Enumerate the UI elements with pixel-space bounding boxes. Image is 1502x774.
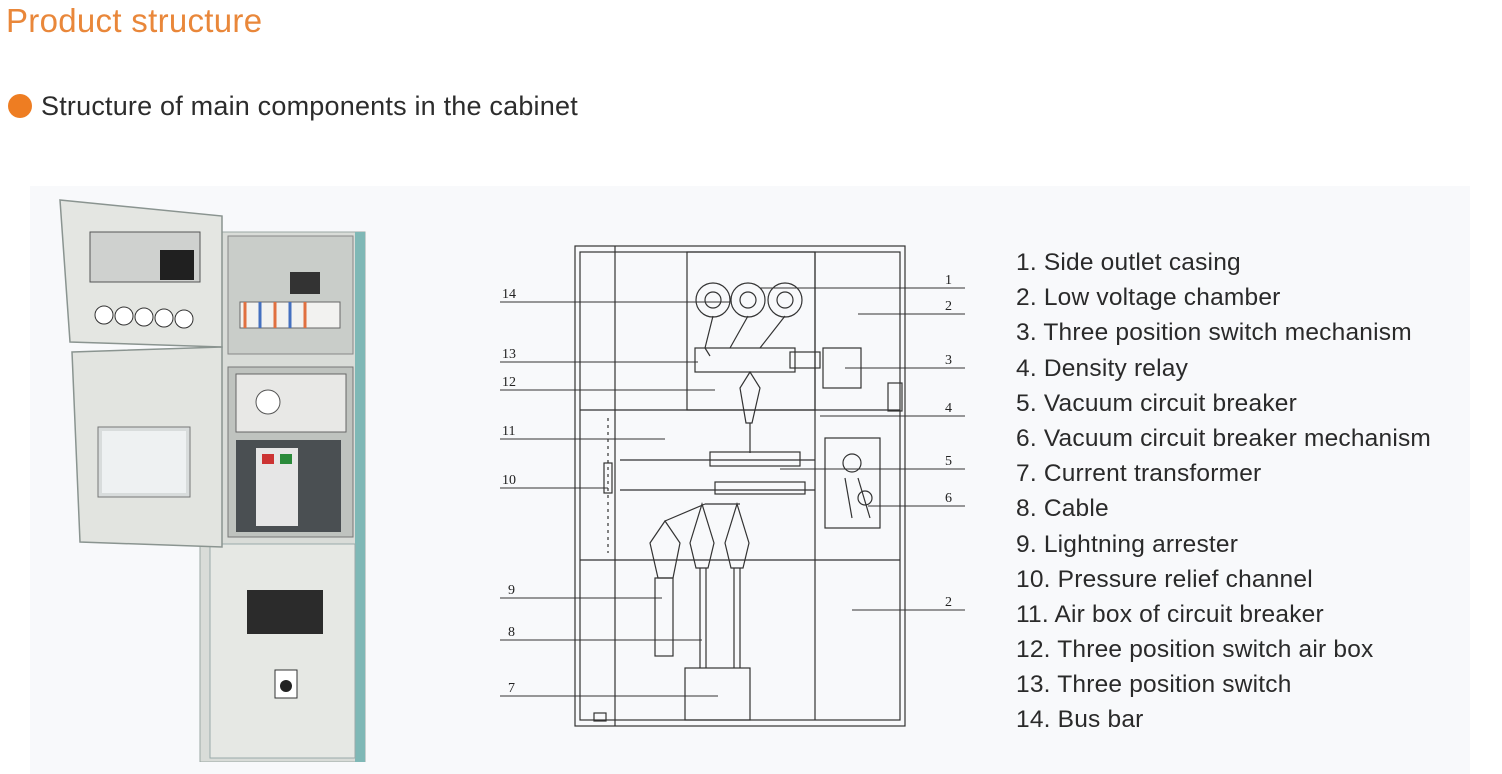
callout-10: 10 [502,473,516,488]
legend-item-10: 10. Pressure relief channel [1016,565,1313,593]
callout-9: 9 [508,583,515,598]
legend-item-9: 9. Lightning arrester [1016,530,1239,558]
legend-item-13: 13. Three position switch [1016,671,1292,699]
legend-item-4: 4. Density relay [1016,354,1189,382]
section-heading: Structure of main components in the cabi… [8,90,578,122]
legend-item-6: 6. Vacuum circuit breaker mechanism [1016,424,1432,452]
callout-12: 12 [502,375,516,390]
callout-2: 2 [945,299,952,314]
legend-item-2: 2. Low voltage chamber [1016,284,1281,312]
legend-item-11: 11. Air box of circuit breaker [1016,600,1324,628]
legend-item-12: 12. Three position switch air box [1016,636,1374,664]
page-title: Product structure [6,2,263,39]
callout-11: 11 [502,424,515,439]
component-legend: 1. Side outlet casing 2. Low voltage cha… [1016,245,1431,738]
switchgear-cabinet-photo-icon [59,199,366,762]
callout-3: 3 [945,353,952,368]
callout-2b: 2 [945,595,952,610]
cabinet-structure-diagram: 1 2 3 4 5 6 2 14 13 12 11 10 9 8 7 [500,245,965,727]
orange-bullet-icon [8,94,32,118]
legend-item-3: 3. Three position switch mechanism [1016,319,1412,347]
legend-item-14: 14. Bus bar [1016,706,1144,734]
callout-5: 5 [945,454,952,469]
legend-item-7: 7. Current transformer [1016,460,1262,488]
legend-item-5: 5. Vacuum circuit breaker [1016,389,1297,417]
callout-6: 6 [945,491,952,506]
legend-item-8: 8. Cable [1016,495,1109,523]
callout-8: 8 [508,625,515,640]
callout-13: 13 [502,347,516,362]
callout-7: 7 [508,681,515,696]
callout-1: 1 [945,273,952,288]
callout-4: 4 [945,401,952,416]
section-heading-text: Structure of main components in the cabi… [41,90,578,121]
callout-14: 14 [502,287,516,302]
legend-item-1: 1. Side outlet casing [1016,249,1241,276]
